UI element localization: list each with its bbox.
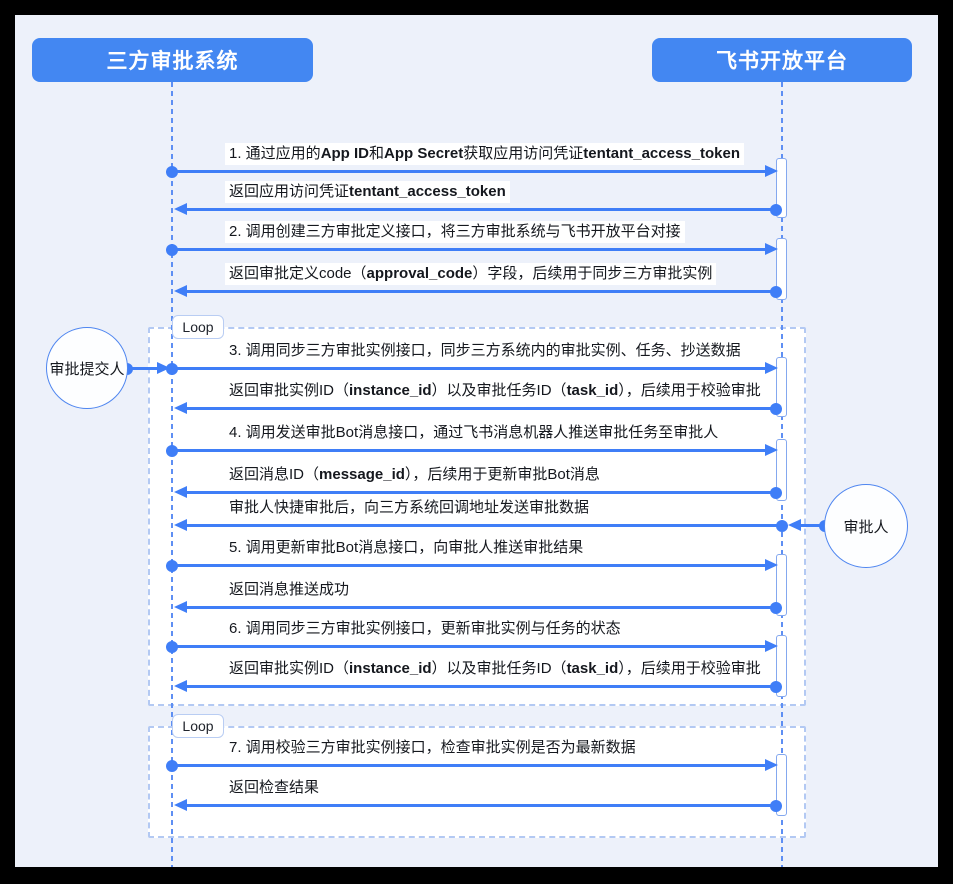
loop-frame-1 (148, 327, 806, 706)
loop-frame-2 (148, 726, 806, 838)
actor-approver: 审批人 (824, 484, 908, 568)
actor-approval-submitter: 审批提交人 (46, 327, 128, 409)
lifeline-feishu-platform (781, 82, 783, 867)
participant-third-party-system: 三方审批系统 (32, 38, 313, 82)
lifeline-third-party-system (171, 82, 173, 867)
participant-feishu-platform: 飞书开放平台 (652, 38, 912, 82)
loop-label-1: Loop (172, 315, 224, 339)
loop-label-2: Loop (172, 714, 224, 738)
